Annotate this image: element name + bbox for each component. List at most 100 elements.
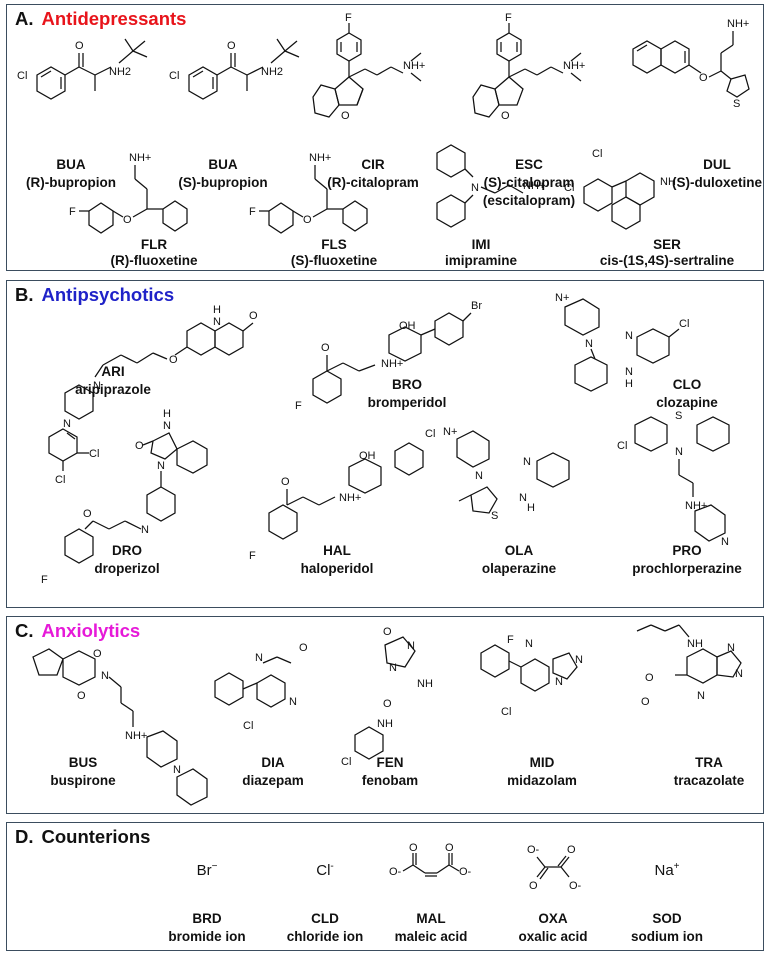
panel-antipsychotics: B.Antipsychotics H N O O N N ARI aripipr…: [6, 280, 764, 608]
atom-label: Cl: [679, 318, 689, 330]
atom-label: O: [299, 642, 308, 654]
atom-label: O-: [389, 866, 402, 878]
structure-aripiprazole: H N O O N N: [37, 301, 267, 456]
atom-label: N: [525, 638, 533, 650]
ion-name: oxalic acid: [518, 929, 588, 944]
ion-charge: +: [673, 861, 680, 872]
ion-name: bromide ion: [168, 929, 246, 944]
molecule-name: prochlorperazine: [632, 561, 742, 576]
atom-label: N: [625, 366, 633, 378]
atom-label: NH+: [727, 18, 749, 30]
structure-r-fluoxetine: F O NH+: [67, 137, 227, 252]
molecule-code: IMI: [471, 237, 491, 252]
molecule-code: BUA: [208, 157, 238, 172]
atom-label: Cl: [501, 706, 511, 718]
panel-anxiolytics: C.Anxiolytics O O N NH+ N BUS buspirone …: [6, 616, 764, 814]
structure-clozapine: N+ N N Cl H N: [545, 287, 745, 422]
molecule-name: (R)-bupropion: [26, 175, 116, 190]
atom-label: O: [445, 842, 454, 854]
molecule-code: FLR: [140, 237, 168, 252]
atom-label: F: [249, 206, 256, 218]
structure-prochlorperazine: S Cl N NH+ N: [605, 405, 765, 580]
atom-label: O: [321, 342, 330, 354]
atom-label: N: [289, 696, 297, 708]
atom-label: Cl: [169, 70, 179, 82]
molecule-name: cis-(1S,4S)-sertraline: [599, 253, 735, 268]
atom-label: N: [523, 456, 531, 468]
structure-r-bupropion: Cl O NH2: [15, 35, 175, 105]
molecule-name-alt: (escitalopram): [482, 193, 576, 208]
atom-label: F: [507, 634, 514, 646]
molecule-code: FEN: [376, 755, 404, 770]
panel-title-text: Antipsychotics: [41, 284, 175, 305]
atom-label: O: [281, 476, 290, 488]
molecule-code: BUS: [68, 755, 98, 770]
molecule-name: diazepam: [242, 773, 304, 788]
atom-label: N: [173, 764, 181, 776]
atom-label: N: [727, 642, 735, 654]
atom-label: F: [505, 12, 512, 24]
molecule-code: SER: [653, 237, 681, 252]
molecule-name: (R)-fluoxetine: [110, 253, 198, 268]
molecule-name: olaperazine: [481, 561, 557, 576]
structure-s-citalopram: F O NH+: [472, 9, 627, 154]
atom-label: O: [645, 672, 654, 684]
atom-label: O: [529, 880, 538, 892]
atom-label: N: [697, 690, 705, 702]
atom-label: O: [641, 696, 650, 708]
atom-label: OH: [399, 320, 416, 332]
panel-antidepressants: A.Antidepressants Cl O NH2 BUA (R)-bupro…: [6, 4, 764, 271]
molecule-code: TRA: [695, 755, 723, 770]
atom-label: N: [407, 640, 415, 652]
structure-s-bupropion: Cl O NH2: [167, 35, 327, 105]
atom-label: O: [567, 844, 576, 856]
ion-symbol: Cl: [316, 862, 331, 879]
structure-s-duloxetine: O NH+ S: [625, 9, 765, 154]
atom-label: N: [575, 654, 583, 666]
molecule-code: FLS: [321, 237, 347, 252]
atom-label: O: [409, 842, 418, 854]
atom-label: N: [585, 338, 593, 350]
structure-fenobam: O N N NH O NH Cl: [337, 623, 457, 768]
molecule-code: ARI: [101, 364, 125, 379]
atom-label: O: [341, 110, 350, 122]
atom-label: O-: [569, 880, 582, 892]
atom-label: NH+: [309, 152, 331, 164]
ion-code: MAL: [416, 911, 446, 926]
panel-title: D. Counterions: [15, 826, 150, 848]
molecule-code: HAL: [323, 543, 351, 558]
atom-label: O-: [527, 844, 540, 856]
ion-charge: -: [330, 861, 334, 872]
panel-letter: D.: [15, 826, 34, 847]
structure-imipramine: N NH+: [427, 143, 577, 248]
atom-label: N: [675, 446, 683, 458]
molecule-code: CIR: [361, 157, 385, 172]
structure-maleate: O- O O O-: [387, 842, 477, 904]
atom-label: NH: [687, 638, 703, 650]
atom-label: N: [141, 524, 149, 536]
panel-title: C.Anxiolytics: [15, 620, 140, 642]
panel-title: B.Antipsychotics: [15, 284, 174, 306]
molecule-name: midazolam: [507, 773, 577, 788]
atom-label: O: [303, 214, 312, 226]
atom-label: N: [389, 662, 397, 674]
ion-formula-bromide: Br−: [197, 861, 218, 879]
molecule-code: DRO: [112, 543, 142, 558]
atom-label: N: [471, 182, 479, 194]
ion-name: chloride ion: [286, 929, 364, 944]
structure-oxalate: O- O O O-: [517, 844, 597, 904]
structure-bromperidol: Br OH NH+ O F: [275, 291, 495, 426]
atom-label: OH: [359, 450, 376, 462]
atom-label: NH+: [125, 730, 147, 742]
atom-label: N+: [555, 292, 569, 304]
molecule-name: buspirone: [50, 773, 116, 788]
panel-title-text: Counterions: [41, 826, 151, 847]
molecule-code: OLA: [504, 543, 534, 558]
atom-label: N: [157, 460, 165, 472]
atom-label: F: [295, 400, 302, 412]
ion-formula-sodium: Na+: [654, 861, 679, 879]
molecule-code: CLO: [672, 377, 702, 392]
ion-formula-chloride: Cl-: [316, 861, 334, 879]
atom-label: H: [163, 408, 171, 420]
ion-name: sodium ion: [631, 929, 703, 944]
